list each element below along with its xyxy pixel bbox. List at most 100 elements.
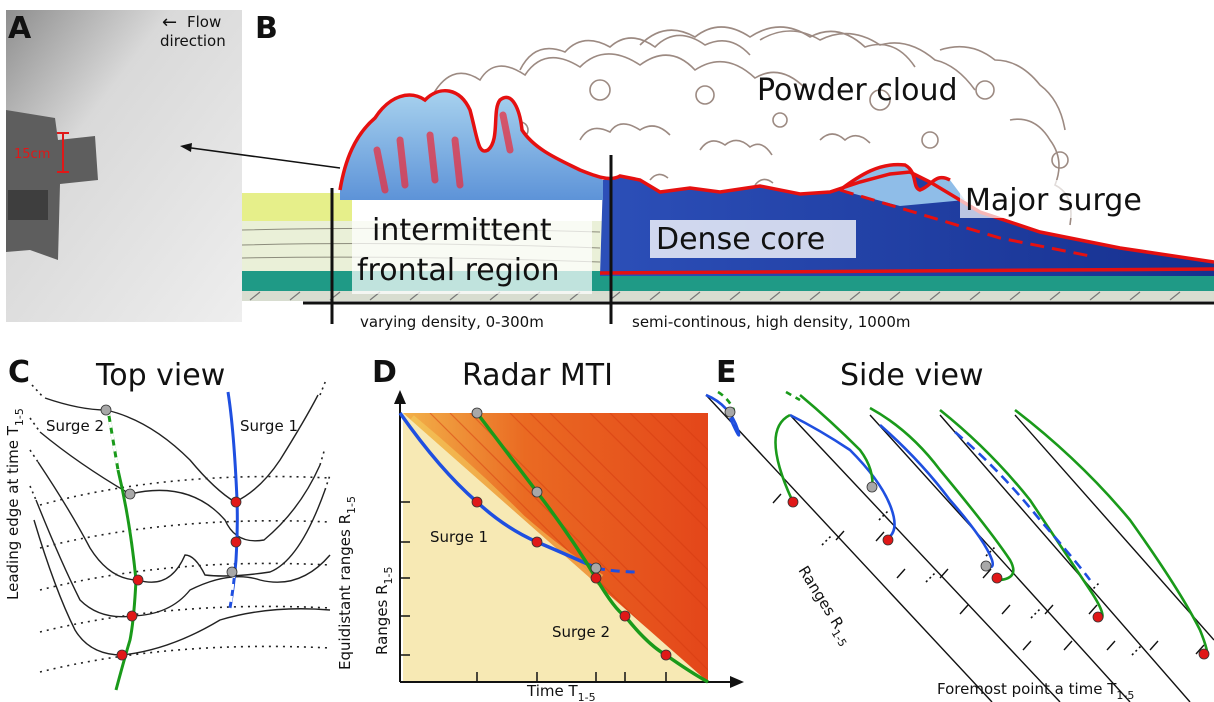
surge2-path-dashed [106,409,120,471]
panel-e: E Side view [705,355,1214,702]
panel-e-title: Side view [840,358,984,393]
left-axis-label: Leading edge at time T1-5 [4,408,26,600]
marker-grey [866,481,878,493]
side-profile-3-surge2 [869,406,1015,582]
side-range-label: Ranges R1-5 [791,563,857,650]
surge2-label: Surge 2 [46,417,104,435]
side-bottom-label: Foremost point a time T1-5 [937,680,1134,702]
pointer-arrowhead [180,143,192,152]
range-dot-marks [821,509,1143,656]
panel-e-letter: E [716,355,737,390]
side-profile-2-surge2 [799,394,874,491]
scale-label: 15cm [14,147,50,162]
pointer-arrow [183,146,341,169]
radar-surge1-label: Surge 1 [430,528,488,546]
marker-red [230,536,242,548]
marker-red [116,649,128,661]
core-caption: semi-continous, high density, 1000m [632,313,911,331]
marker-red [882,534,894,546]
flow-label-line1: Flow [187,13,221,31]
frontal-red-streaks [373,111,514,194]
panel-c-title: Top view [95,358,225,393]
marker-red [660,649,672,661]
marker-grey [590,562,602,574]
range-arcs [39,475,331,673]
panel-a: A ← Flow direction 15cm [6,10,341,322]
major-surge-label: Major surge [965,183,1142,218]
radar-x-axis-label: Time T1-5 [526,682,596,702]
core-base-line [599,267,1214,275]
marker-red [531,536,543,548]
major-surge-outline [838,162,951,192]
radar-surge1-curve [398,411,597,570]
marker-red [787,496,799,508]
marker-red [1198,648,1210,660]
side-profile-4-surge2 [939,408,1104,622]
powder-cloud-sketch [429,26,1072,226]
panel-c-letter: C [8,355,30,390]
right-axis-label: Equidistant ranges R1-5 [336,496,358,670]
dense-core-label: Dense core [656,222,825,257]
marker-red [126,610,138,622]
range-tick-marks [772,493,1205,655]
marker-red [590,572,602,584]
snow-yellow-layer [242,193,352,221]
radar-y-axis-label: Ranges R1-5 [373,566,395,655]
side-profile-3-surge1 [879,424,995,569]
surge1-label: Surge 1 [240,417,298,435]
marker-grey [980,560,992,572]
marker-grey [124,488,136,500]
surge2-path [106,409,138,691]
sensor-block [8,190,48,220]
edge-continuation-dots [29,379,331,501]
side-profile-4-surge1-dashed [954,431,1092,581]
marker-grey [226,566,238,578]
marker-red [471,496,483,508]
range-diagonals [705,394,1214,702]
side-view-markers [724,406,1210,660]
frontal-label-line1: intermittent [372,213,552,248]
ground-hatching [249,291,1181,301]
flow-arrow-icon: ← [162,12,177,33]
marker-red [230,496,242,508]
marker-grey [100,404,112,416]
surge-dashed-boundary [839,188,1091,258]
marker-red [991,572,1003,584]
flow-label-line2: direction [160,32,226,50]
panel-b: B [241,11,1214,331]
side-profile-1-surge1 [705,393,741,437]
frontal-head-body [340,90,603,200]
radar-markers [471,407,672,661]
frontal-label-line2: frontal region [357,253,560,288]
major-surge-label-bg [960,180,1172,218]
front-caption: varying density, 0-300m [360,313,544,331]
marker-red [619,610,631,622]
marker-red [1092,611,1104,623]
panel-d-title: Radar MTI [462,358,613,393]
surge1-path [226,391,239,609]
flow-outline [338,89,1214,264]
panel-c: C Top view [4,355,358,691]
panel-d: D Radar MTI [372,355,744,702]
side-profile-5-surge2 [1014,408,1209,658]
marker-grey [471,407,483,419]
radar-surge2-label: Surge 2 [552,623,610,641]
marker-grey [724,406,736,418]
powder-cloud-label: Powder cloud [757,73,958,108]
radar-x-arrowhead [730,676,744,688]
panel-b-letter: B [255,11,278,46]
ground-soil-layer [242,291,1214,301]
side-profile-2-lower [774,413,794,501]
sensor-mount [6,110,98,260]
major-surge-body [840,164,965,206]
radar-y-arrowhead [394,390,406,404]
side-profile-2-surge2-dashed [785,390,801,402]
top-view-markers [100,404,242,661]
marker-grey [531,486,543,498]
frontal-label-bg [352,208,592,294]
marker-red [132,574,144,586]
panel-d-letter: D [372,355,397,390]
panel-a-letter: A [8,11,32,46]
dense-core-label-bg [650,220,856,258]
